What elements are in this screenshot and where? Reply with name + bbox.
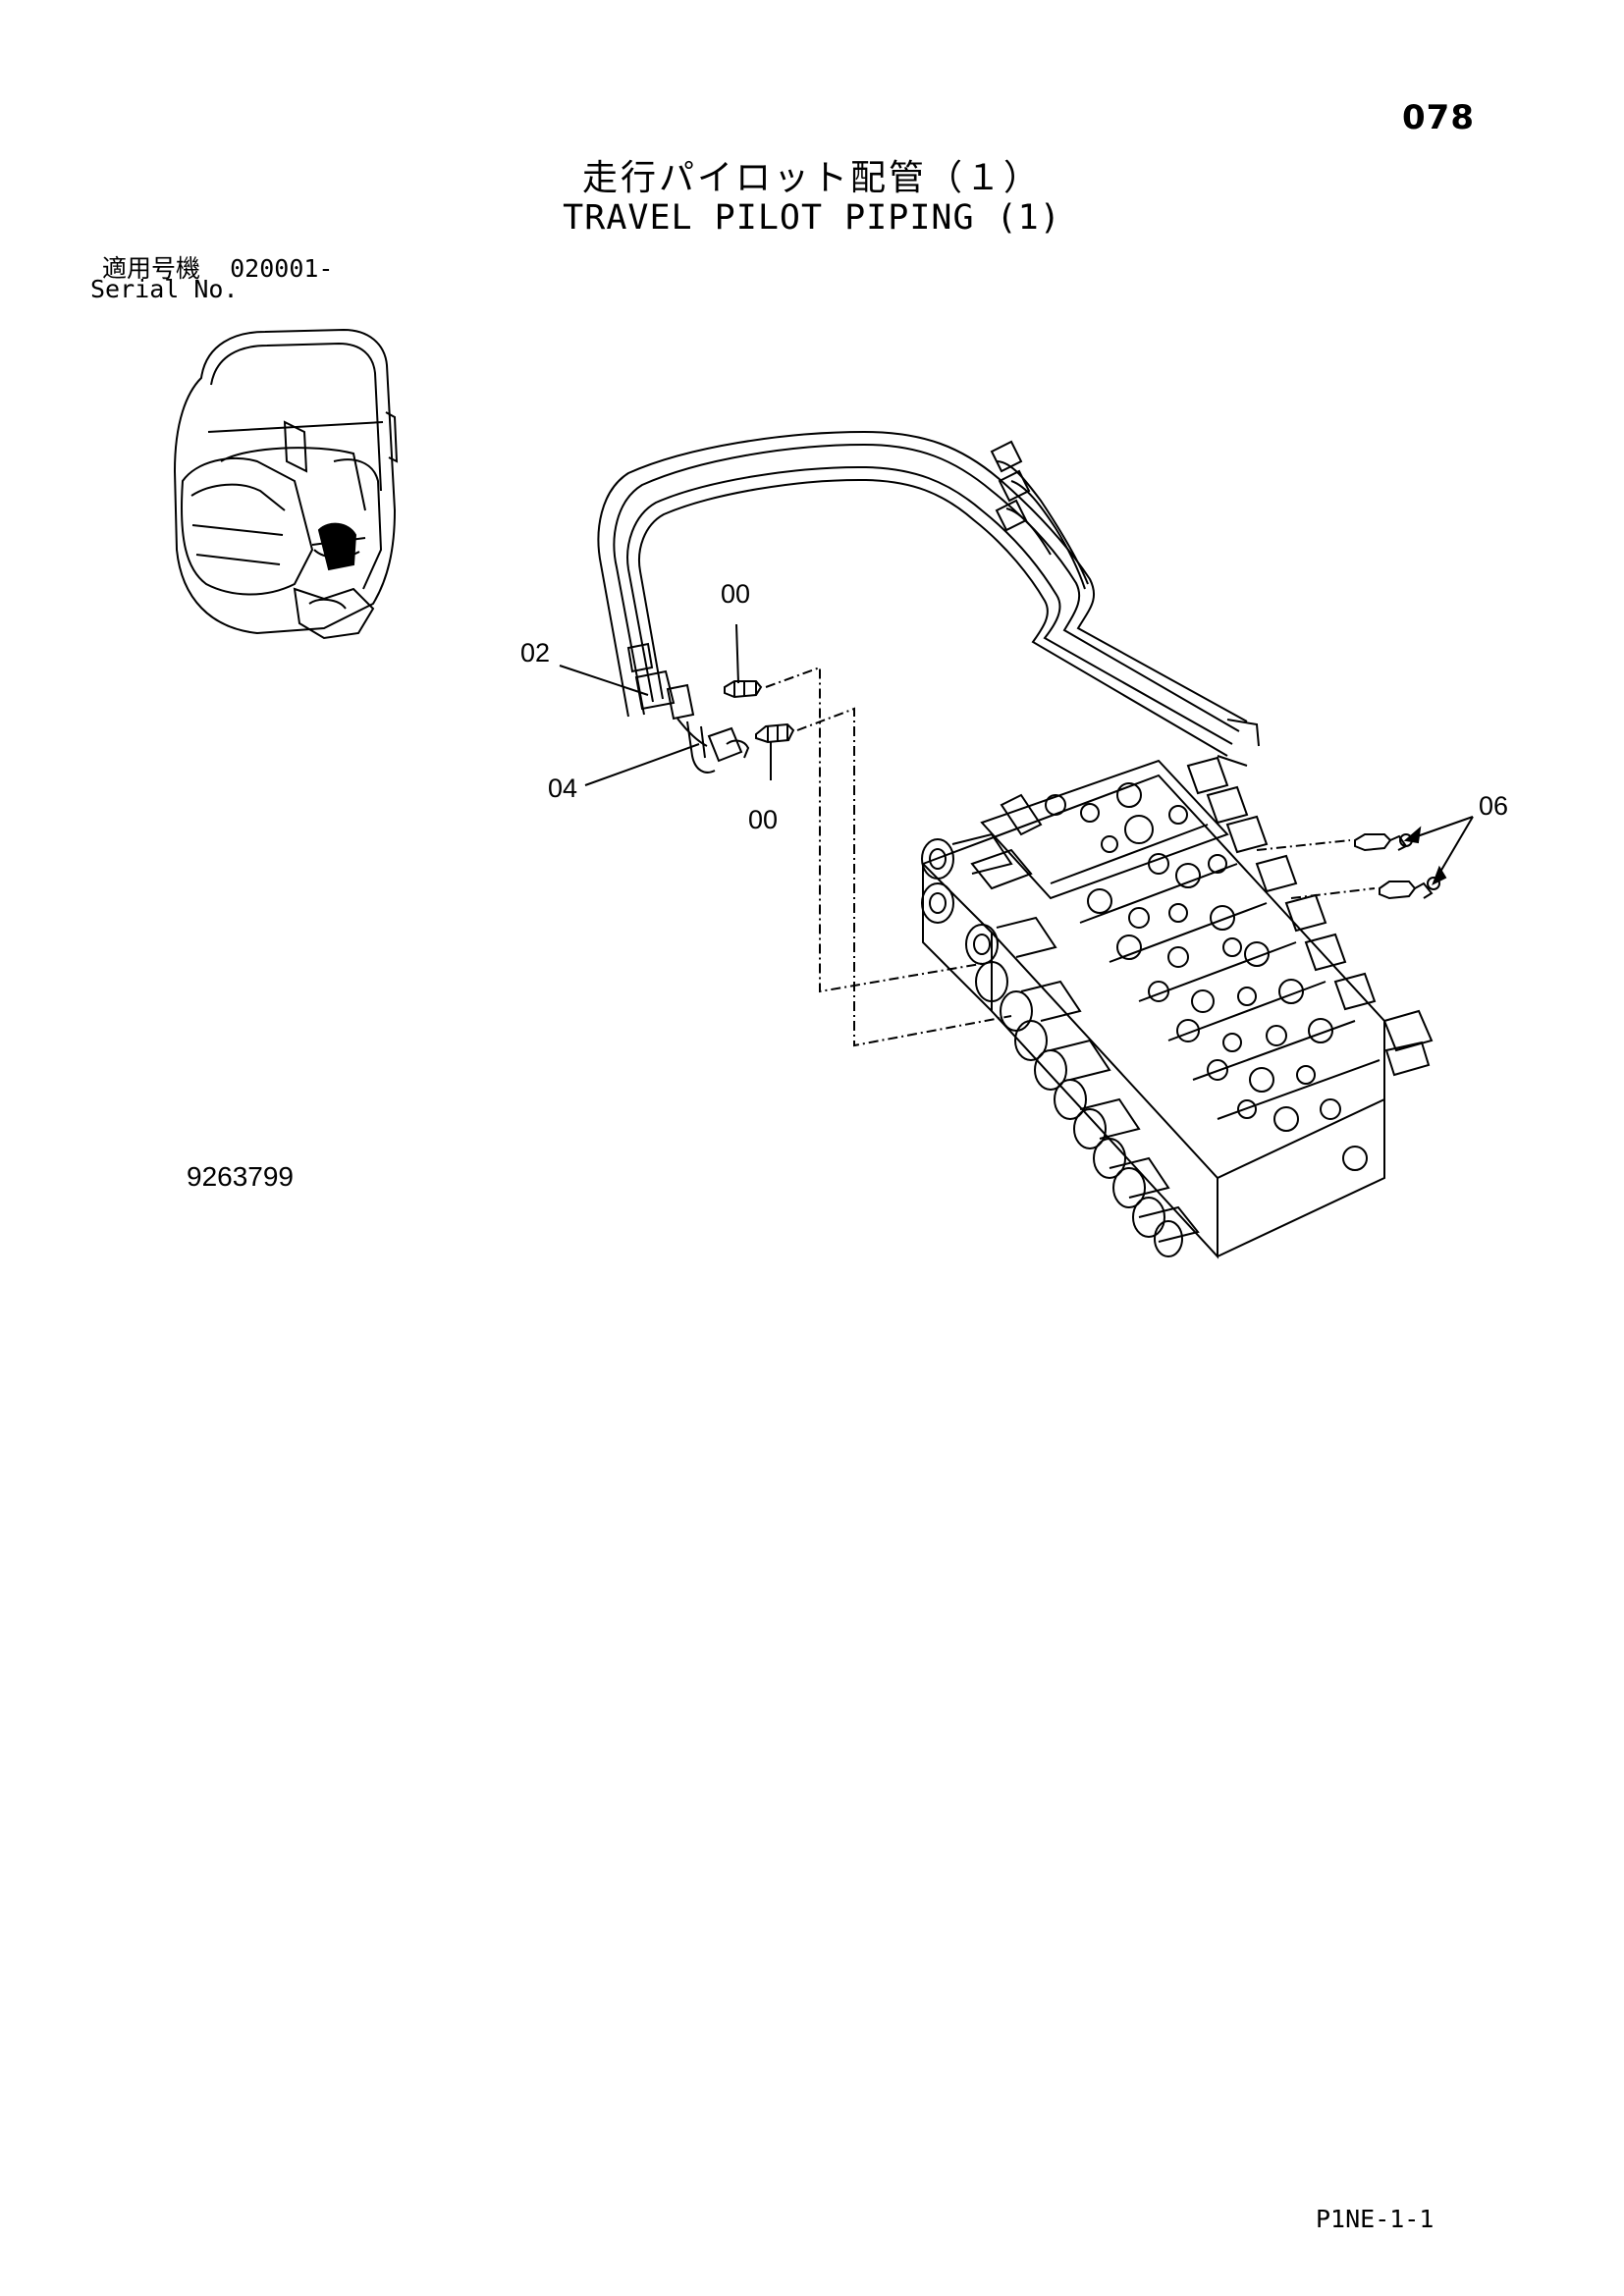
title-english: TRAVEL PILOT PIPING (1) <box>563 198 1061 238</box>
callout-06: 06 <box>1479 791 1509 821</box>
page-code: P1NE-1-1 <box>1316 2205 1435 2233</box>
leader-lines <box>559 623 1474 886</box>
callout-02: 02 <box>520 638 551 667</box>
hose-fittings <box>626 642 750 774</box>
serial-value: 020001- <box>230 254 334 283</box>
fitting-06-upper <box>1354 833 1413 852</box>
fitting-06-lower <box>1379 877 1440 900</box>
callout-00-lower: 00 <box>748 805 779 834</box>
valve-right-caps <box>1186 756 1434 1077</box>
page-number: 078 <box>1402 98 1475 137</box>
adapter-00-lower <box>755 722 795 744</box>
routing-lines <box>765 666 1376 1047</box>
title-japanese: 走行パイロット配管（１） <box>581 158 1042 198</box>
adapter-00-upper <box>724 680 763 699</box>
control-valve <box>921 759 1385 1259</box>
machine-location-thumbnail <box>173 328 399 640</box>
callout-00-upper: 00 <box>721 579 751 609</box>
valve-spool-caps <box>921 832 1200 1257</box>
pilot-hoses <box>597 430 1260 767</box>
drawing-number: 9263799 <box>187 1161 295 1192</box>
serial-label-japanese: 適用号機 <box>102 254 201 283</box>
callout-04: 04 <box>548 774 578 803</box>
serial-label-english: Serial No. <box>90 275 239 303</box>
serial-applicability: 適用号機 020001- <box>102 249 333 285</box>
